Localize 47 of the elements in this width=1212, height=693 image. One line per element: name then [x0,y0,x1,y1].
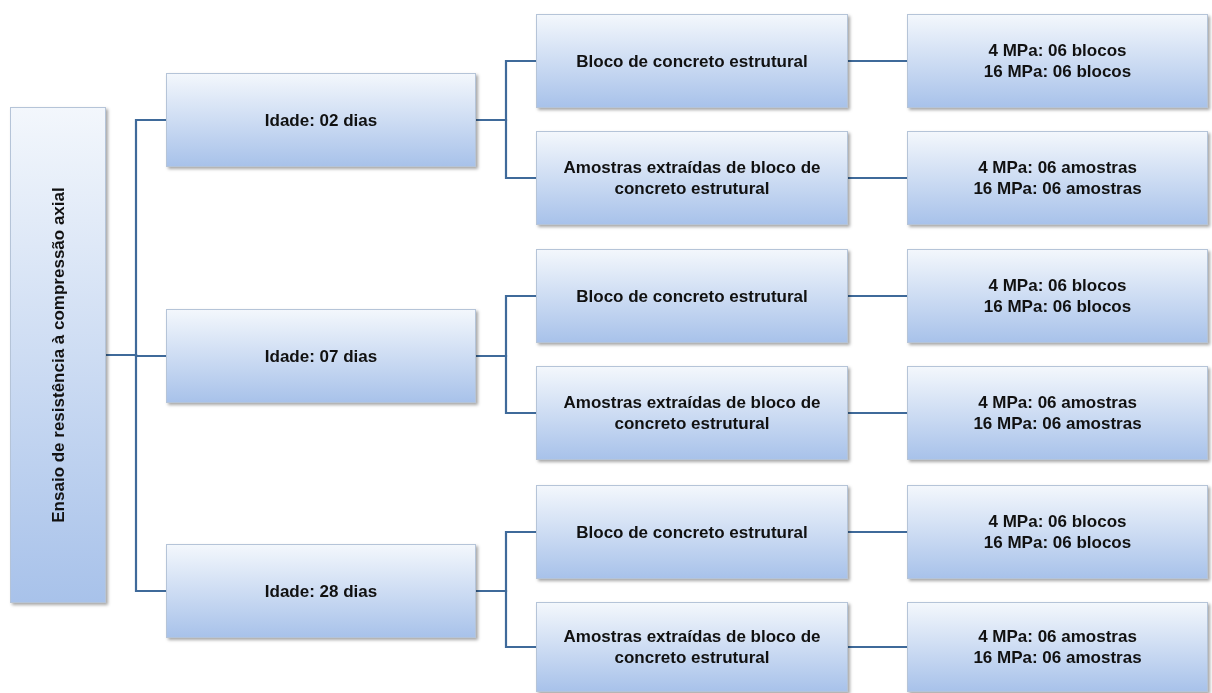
box-label: 4 MPa: 06 blocos [988,511,1127,532]
process-box [907,366,1208,460]
connector-line [476,118,536,180]
process-box [536,602,848,692]
box-label: 16 MPa: 06 amostras [973,413,1142,434]
box-label: 16 MPa: 06 amostras [973,178,1142,199]
process-box [907,14,1208,108]
connector-line [848,59,907,63]
process-box [907,249,1208,343]
box-label: Amostras extraídas de bloco de concreto estrutural [562,392,822,434]
box-label: 16 MPa: 06 blocos [983,532,1132,553]
box-label: Ensaio de resistência à compressão axial [47,187,69,523]
process-box [536,131,848,225]
box-label: Amostras extraídas de bloco de concreto estrutural [562,626,822,668]
process-box [166,73,476,167]
box-label: Idade: 02 dias [264,109,378,131]
process-box [907,485,1208,579]
box-label: 16 MPa: 06 amostras [973,647,1142,668]
process-box [536,366,848,460]
box-label: 4 MPa: 06 amostras [978,626,1137,647]
connector-line [848,411,907,415]
box-label: 4 MPa: 06 amostras [978,157,1137,178]
box-label: 4 MPa: 06 blocos [988,40,1127,61]
box-label: Bloco de concreto estrutural [576,285,808,307]
box-label: 4 MPa: 06 amostras [978,392,1137,413]
connector-line [848,530,907,534]
box-label: Bloco de concreto estrutural [576,521,808,543]
connector-line [848,176,907,180]
process-box [536,485,848,579]
connector-line [848,645,907,649]
box-label: 4 MPa: 06 blocos [988,275,1127,296]
process-box [907,602,1208,692]
process-box [166,544,476,638]
process-box [907,131,1208,225]
box-label: Idade: 07 dias [264,345,378,367]
process-box [536,249,848,343]
process-box [536,14,848,108]
box-label: Idade: 28 dias [264,580,378,602]
box-label: 16 MPa: 06 blocos [983,61,1132,82]
box-label: Bloco de concreto estrutural [576,50,808,72]
box-label: 16 MPa: 06 blocos [983,296,1132,317]
title-box [10,107,106,603]
connector-line [848,294,907,298]
connector-line [476,354,536,415]
process-box [166,309,476,403]
box-label: Amostras extraídas de bloco de concreto estrutural [562,157,822,199]
connector-line [476,589,536,649]
